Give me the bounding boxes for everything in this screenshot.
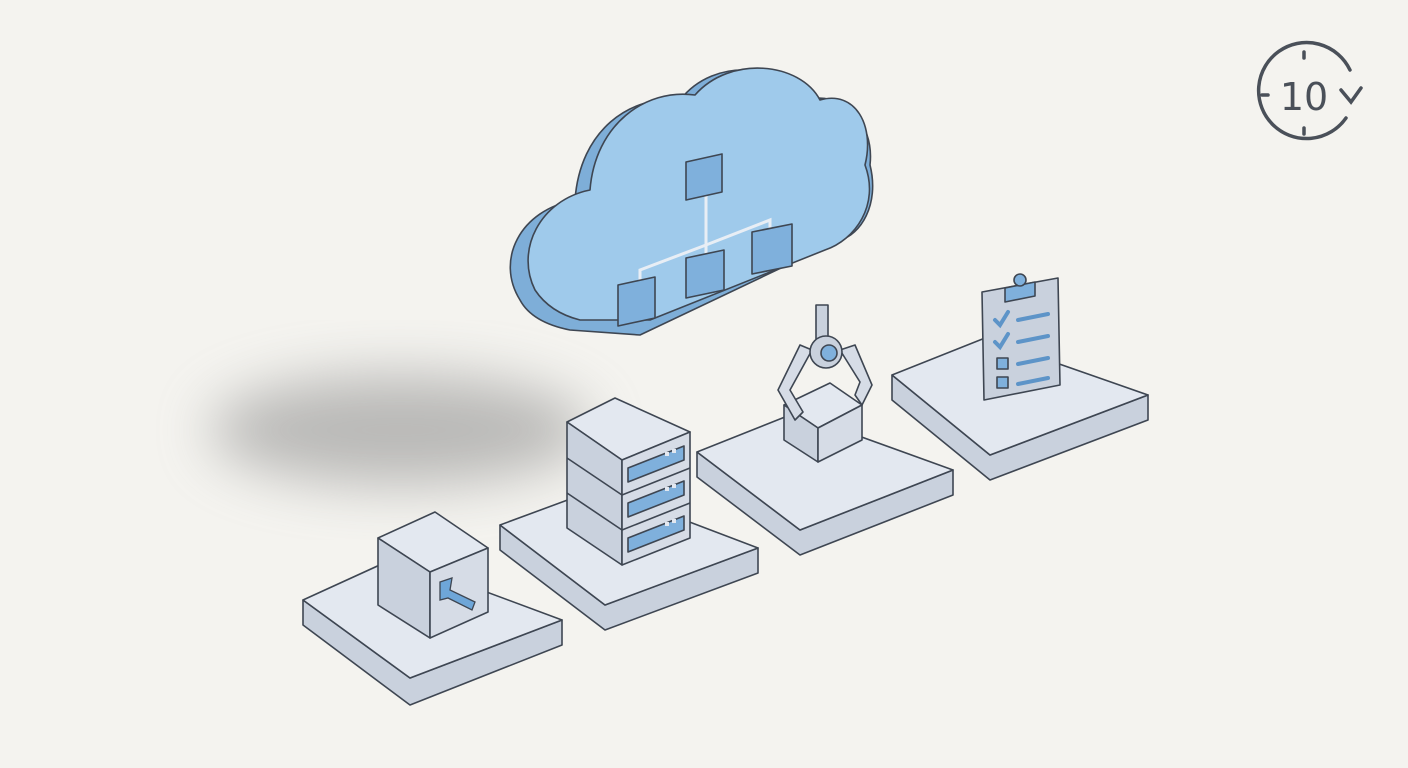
checklist-clipboard-icon bbox=[981, 273, 1061, 401]
platform-4 bbox=[891, 337, 1149, 481]
server-rack-icon bbox=[566, 397, 691, 566]
cloud-shadow bbox=[210, 375, 590, 485]
timer-label: 10 bbox=[1280, 75, 1328, 119]
wrench-box-icon bbox=[377, 511, 489, 639]
timer-rotate-icon bbox=[1256, 40, 1363, 141]
platform-3 bbox=[696, 412, 954, 556]
cloud-network-icon bbox=[509, 67, 874, 336]
robotic-claw-icon bbox=[777, 304, 873, 463]
